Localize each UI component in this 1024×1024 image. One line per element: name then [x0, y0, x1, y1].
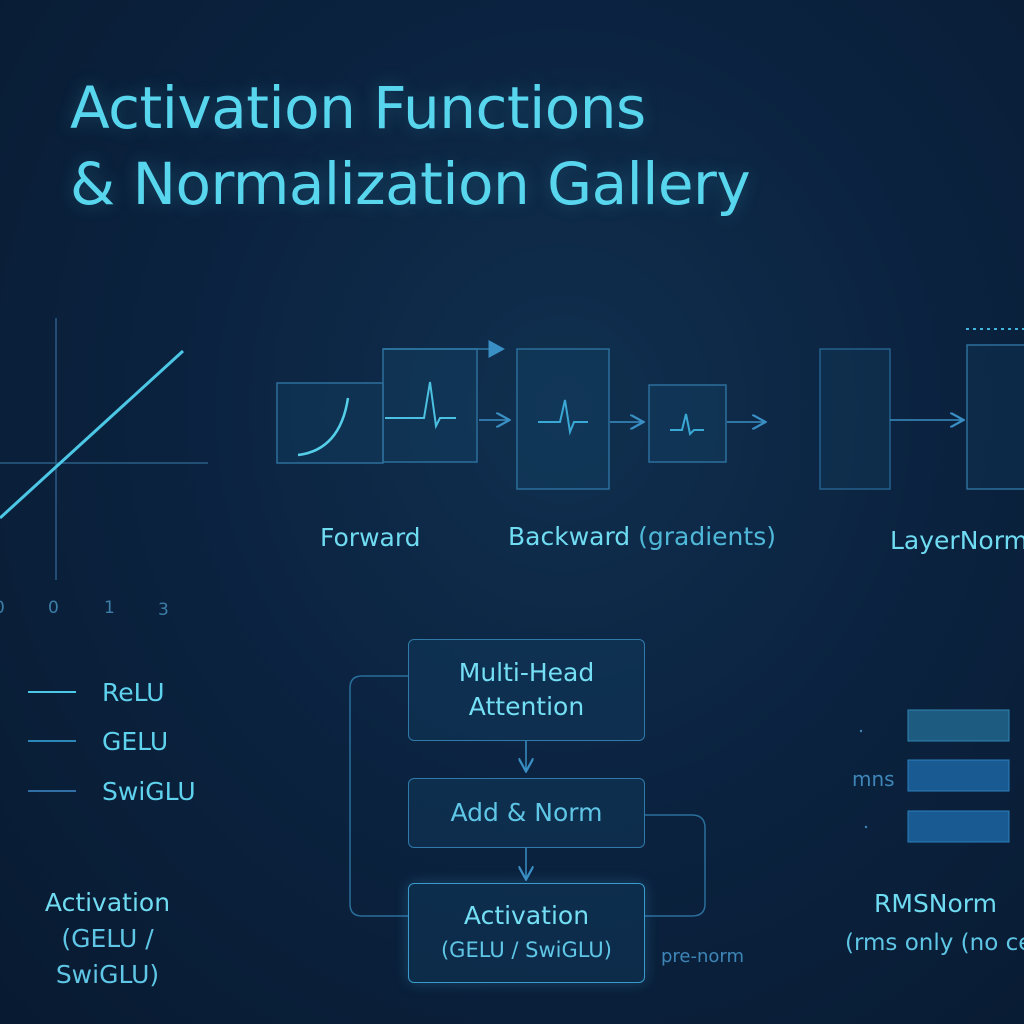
- legend-label: SwiGLU: [102, 776, 196, 806]
- tick-label: 0: [48, 598, 59, 618]
- activation-plot: [0, 318, 208, 580]
- add-norm-box: Add & Norm: [408, 778, 645, 848]
- add-norm-label: Add & Norm: [450, 798, 603, 827]
- rmsnorm-bars: [859, 709, 1010, 843]
- small-pulse: [670, 413, 704, 437]
- tick-label: 3: [158, 600, 169, 620]
- mha-line-2: Attention: [468, 692, 585, 721]
- rms-bar-2: [907, 759, 1010, 792]
- layernorm-box-left: [819, 348, 891, 490]
- mha-line-1: Multi-Head: [458, 658, 595, 687]
- relu-curve: [0, 349, 185, 520]
- layernorm-box-right: [966, 344, 1024, 490]
- layernorm-label: LayerNorm: [890, 526, 1024, 555]
- residual-left: [349, 675, 408, 917]
- rms-bar-1: [907, 709, 1010, 742]
- activation-caption-title: Activation: [44, 888, 171, 917]
- legend-item-gelu: GELU: [28, 726, 168, 756]
- backward-label: Backward (gradients): [508, 522, 776, 551]
- forward-label: Forward: [320, 523, 421, 552]
- backward-box: [516, 348, 610, 490]
- layernorm-diagram: [819, 328, 1024, 490]
- forward-box-1: [276, 382, 384, 464]
- activation-caption-sub: (GELU / SwiGLU): [55, 924, 160, 989]
- legend-swatch-gelu: [28, 740, 76, 742]
- backward-label-main: Backward: [508, 522, 631, 551]
- legend-label: ReLU: [102, 677, 165, 707]
- legend-item-swiglu: SwiGLU: [28, 776, 196, 806]
- gallery-title: Activation Functions & Normalization Gal…: [70, 70, 751, 222]
- legend-swatch-relu: [28, 691, 76, 693]
- residual-right: [644, 814, 706, 917]
- tick-label: 0: [0, 598, 5, 618]
- rmsnorm-title: RMSNorm: [874, 889, 997, 918]
- title-line-2: & Normalization Gallery: [70, 150, 751, 218]
- pre-norm-label: pre-norm: [661, 946, 745, 967]
- legend-label: GELU: [102, 726, 169, 756]
- forward-box-2: [382, 348, 478, 463]
- backward-label-sub: (gradients): [638, 522, 776, 551]
- block-connectors: [349, 675, 706, 917]
- forward-backward-pipeline: [276, 340, 764, 490]
- backward-pulse: [538, 399, 588, 436]
- rms-dot-2: [864, 825, 868, 829]
- forward-pulse: [385, 381, 456, 430]
- rms-bar-3: [907, 810, 1010, 843]
- forward-curve: [297, 397, 350, 457]
- rmsnorm-subtitle: (rms only (no ce: [845, 930, 1024, 956]
- rms-bar-label: mns: [852, 767, 895, 791]
- activation-caption: Activation (GELU / SwiGLU): [10, 885, 205, 993]
- activation-box-title: Activation: [463, 901, 590, 930]
- legend-item-relu: ReLU: [28, 677, 165, 707]
- title-line-1: Activation Functions: [70, 74, 646, 142]
- activation-box: Activation (GELU / SwiGLU): [408, 883, 645, 983]
- legend-swatch-swiglu: [28, 790, 76, 792]
- tick-label: 1: [104, 598, 115, 618]
- multi-head-attention-box: Multi-Head Attention: [408, 639, 645, 741]
- activation-box-sub: (GELU / SwiGLU): [440, 938, 612, 962]
- rms-dot-1: [859, 729, 863, 733]
